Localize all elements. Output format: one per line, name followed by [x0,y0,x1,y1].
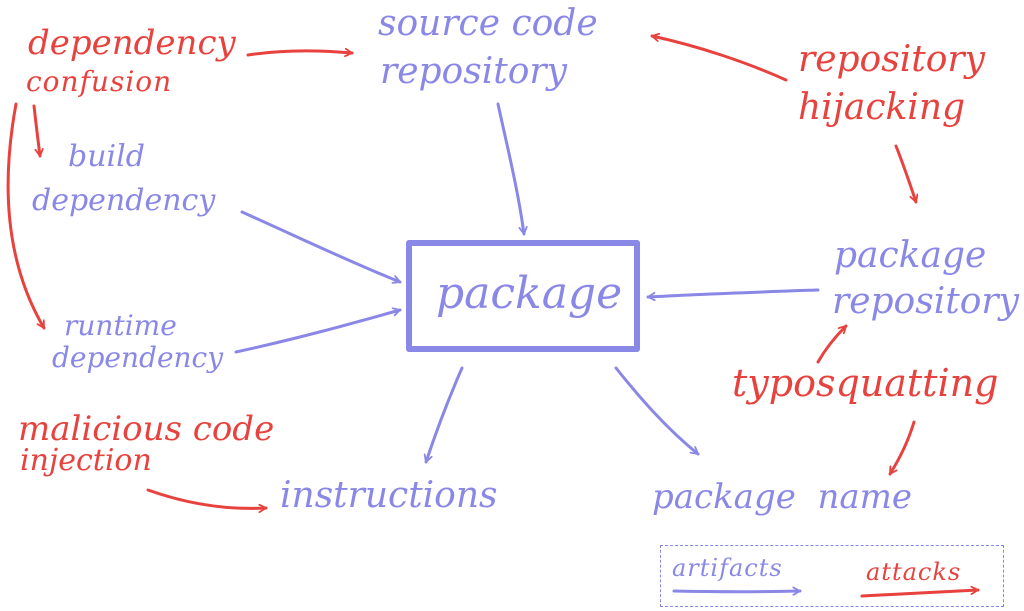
arrow-runtime-to-package [234,310,402,354]
package-label: package [436,268,623,319]
repository-hijacking-line1: repository [798,39,985,80]
legend-box [660,545,1004,607]
legend-attacks-label: attacks [866,558,962,586]
arrow-package-to-name [614,366,700,456]
arrow-typosquatting-to-repository [816,324,848,364]
arrow-build-to-package [240,210,402,282]
instructions-label: instructions [280,475,498,516]
runtime-dependency-label: dependency [52,341,224,374]
dependency-confusion-line2: confusion [26,65,173,98]
legend-attack-arrow [860,590,980,598]
arrow-package-to-instructions [426,366,464,464]
package-box [406,240,640,352]
package-name-label: package name [652,477,912,517]
source-code-label: source code [378,3,598,44]
malicious-code-injection-line2: injection [20,443,152,478]
legend-artifacts-label: artifacts [672,554,783,582]
package-repository-repository-label: repository [832,281,1019,322]
arrow-injection-to-instructions [146,488,268,508]
arrow-source-to-package [496,102,524,236]
arrow-hijacking-to-repository [894,144,916,204]
build-label: build [68,139,145,174]
source-repository-label: repository [380,51,567,92]
typosquatting-label: typosquatting [732,361,999,405]
arrow-confusion-to-source [246,51,354,55]
legend-artifact-arrow [672,591,802,592]
dependency-confusion-line1: dependency [28,23,236,63]
arrow-confusion-to-build [32,104,40,158]
malicious-code-injection-line1: malicious code [18,409,275,449]
runtime-label: runtime [64,309,177,342]
arrow-typosquatting-to-name [888,420,916,476]
package-repository-package-label: package [834,235,987,276]
arrow-confusion-to-runtime [6,102,46,330]
arrow-hijacking-to-source [650,36,788,82]
arrow-repository-to-package [646,288,820,297]
repository-hijacking-line2: hijacking [798,87,966,128]
build-dependency-label: dependency [32,183,216,218]
